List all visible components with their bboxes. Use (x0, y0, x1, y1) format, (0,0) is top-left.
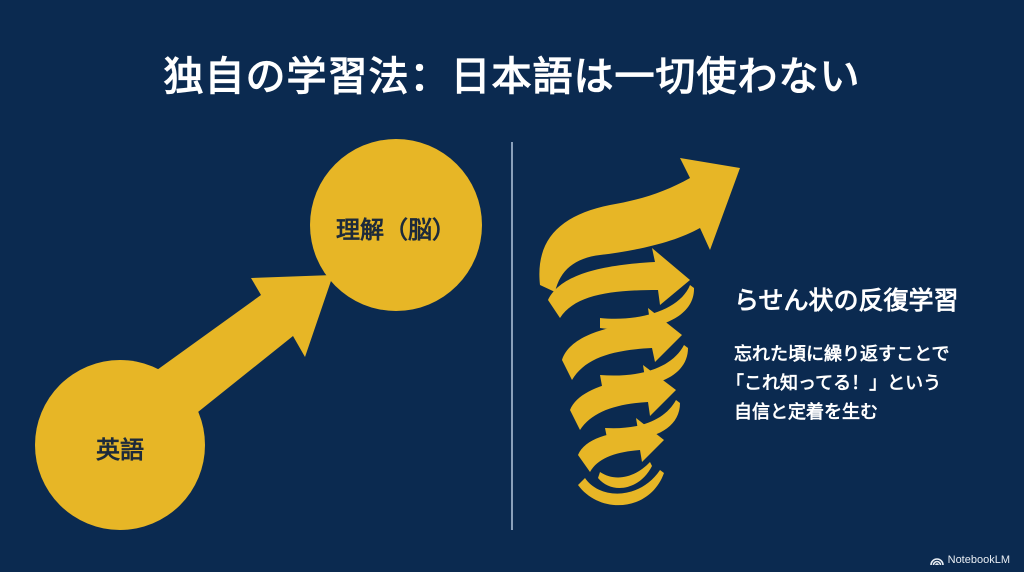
source-node-label: 英語 (96, 436, 144, 464)
brand-label: NotebookLM (947, 554, 1010, 566)
target-circle (310, 139, 482, 311)
section-divider (511, 142, 513, 530)
description-line: 自信と定着を生む (734, 402, 878, 423)
description-line: 忘れた頃に繰り返すことで (734, 344, 950, 365)
spiral-heading: らせん状の反復学習 (734, 286, 959, 315)
description-line: 「これ知ってる！」という (726, 373, 942, 394)
spiral-description: 忘れた頃に繰り返すことで 「これ知ってる！」という 自信と定着を生む (726, 340, 950, 427)
spiral-arrow-icon (539, 158, 740, 506)
source-circle (35, 360, 205, 530)
slide-title: 独自の学習法：日本語は一切使わない (163, 54, 861, 100)
notebooklm-logo-icon (929, 558, 944, 565)
arrow-right-up-icon (150, 275, 333, 412)
branding: NotebookLM (929, 554, 1010, 566)
target-node-label: 理解（脳） (336, 216, 456, 244)
